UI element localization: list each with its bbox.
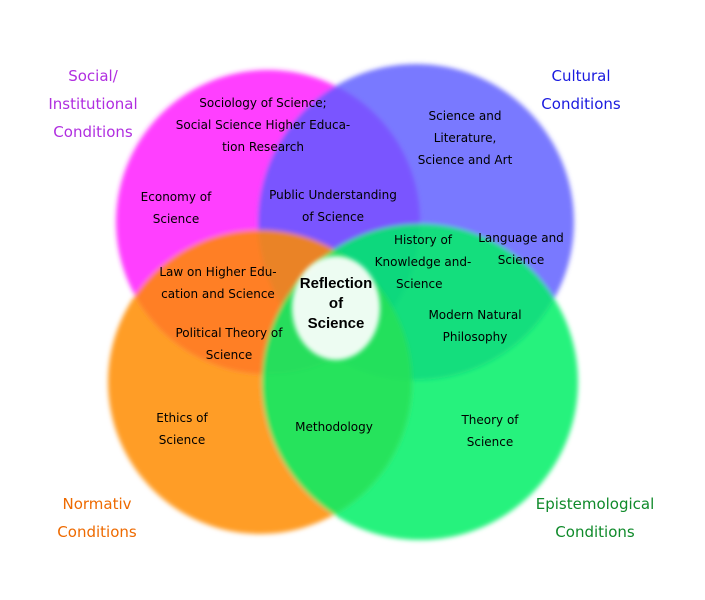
center-text: Science — [307, 315, 365, 332]
region-text: Political Theory of — [175, 326, 283, 340]
region-text: of Science — [302, 210, 364, 224]
reflection-of-science-label: Reflection of Science — [290, 274, 382, 334]
region-text: Theory of — [461, 413, 519, 427]
social-label-line: Conditions — [53, 123, 133, 141]
epistemological-label-line: Conditions — [555, 523, 635, 541]
region-text: Social Science Higher Educa- — [175, 118, 351, 132]
normativ-conditions-label: Normativ Conditions — [42, 490, 152, 546]
normativ-label-line: Conditions — [57, 523, 137, 541]
region-text: Knowledge and- — [374, 255, 472, 269]
cultural-label-line: Cultural — [551, 67, 611, 85]
region-text: Sociology of Science; — [199, 96, 327, 110]
science-and-literature-label: Science and Literature, Science and Art — [406, 105, 524, 171]
region-text: Philosophy — [442, 330, 508, 344]
region-text: cation and Science — [161, 287, 275, 301]
center-text: Reflection — [299, 275, 373, 292]
region-text: Science — [205, 348, 253, 362]
center-text: of — [328, 295, 344, 312]
modern-natural-philosophy-label: Modern Natural Philosophy — [420, 304, 530, 348]
region-text: Literature, — [433, 131, 497, 145]
economy-of-science-label: Economy of Science — [128, 186, 224, 230]
social-label-line: Institutional — [48, 95, 138, 113]
region-text: Modern Natural — [428, 308, 522, 322]
political-theory-label: Political Theory of Science — [170, 322, 288, 366]
theory-of-science-label: Theory of Science — [446, 409, 534, 453]
epistemological-label-line: Epistemological — [535, 495, 655, 513]
center-highlight — [292, 256, 380, 360]
cultural-label-line: Conditions — [541, 95, 621, 113]
public-understanding-label: Public Understanding of Science — [263, 184, 403, 228]
region-text: History of — [393, 233, 453, 247]
region-text: Economy of — [140, 190, 212, 204]
law-on-higher-education-label: Law on Higher Edu- cation and Science — [152, 261, 284, 305]
region-text: Science — [497, 253, 545, 267]
region-text: Science — [152, 212, 200, 226]
ethics-of-science-label: Ethics of Science — [140, 407, 224, 451]
history-of-knowledge-label: History of Knowledge and- Science — [372, 229, 474, 295]
normativ-label-line: Normativ — [62, 495, 132, 513]
region-text: tion Research — [222, 140, 304, 154]
region-text: Science — [396, 277, 443, 291]
region-text: Science — [158, 433, 206, 447]
region-text: Law on Higher Edu- — [159, 265, 277, 279]
cultural-conditions-label: Cultural Conditions — [526, 62, 636, 118]
region-text: Methodology — [295, 420, 373, 434]
region-text: Ethics of — [156, 411, 208, 425]
sociology-of-science-label: Sociology of Science; Social Science Hig… — [168, 92, 358, 158]
region-text: Language and — [478, 231, 564, 245]
region-text: Science and — [428, 109, 502, 123]
region-text: Science — [466, 435, 514, 449]
social-label-line: Social/ — [68, 67, 118, 85]
region-text: Public Understanding — [269, 188, 397, 202]
language-and-science-label: Language and Science — [472, 227, 570, 271]
social-conditions-label: Social/ Institutional Conditions — [38, 62, 148, 146]
epistemological-conditions-label: Epistemological Conditions — [520, 490, 670, 546]
methodology-label: Methodology — [284, 416, 384, 438]
region-text: Science and Art — [417, 153, 513, 167]
